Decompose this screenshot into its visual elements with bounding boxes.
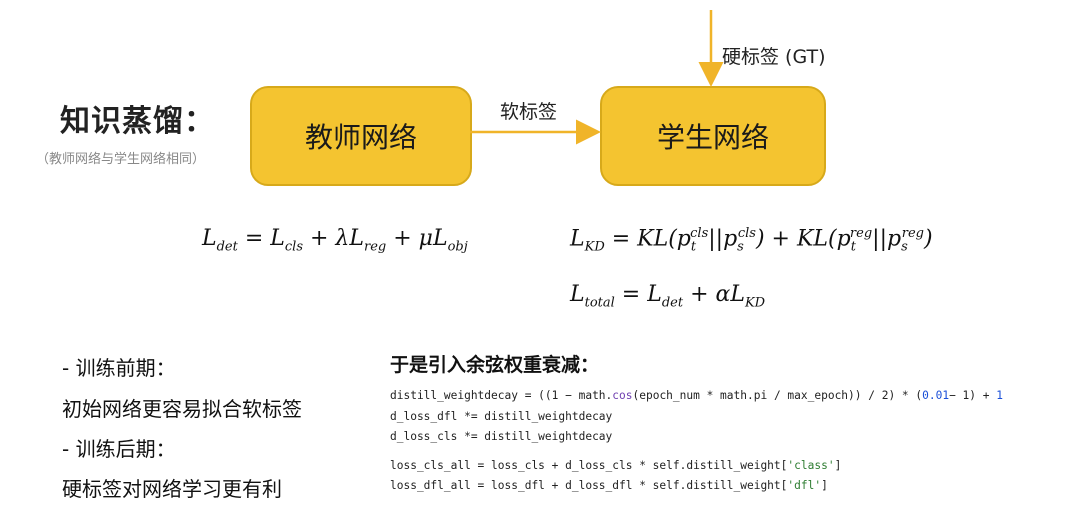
soft-label-text: 软标签: [500, 101, 558, 123]
bullet-late-desc: 硬标签对网络学习更有利: [62, 477, 282, 501]
page-title: 知识蒸馏：: [60, 104, 215, 139]
bullet-late: - 训练后期：: [62, 437, 176, 461]
code-line-5: loss_dfl_all = loss_dfl + d_loss_dfl * s…: [390, 479, 828, 492]
formula-total: Ltotal = Ldet + αLKD: [570, 282, 766, 311]
code-line-2: d_loss_dfl *= distill_weightdecay: [390, 410, 613, 423]
code-line-3: d_loss_cls *= distill_weightdecay: [390, 430, 613, 443]
flow-arrows: [470, 10, 724, 145]
code-line-4: loss_cls_all = loss_cls + d_loss_cls * s…: [390, 459, 842, 472]
bullet-early: - 训练前期：: [62, 356, 176, 380]
subtitle: （教师网络与学生网络相同）: [36, 152, 206, 167]
teacher-network-box: 教师网络: [250, 86, 472, 186]
bullet-early-desc: 初始网络更容易拟合软标签: [62, 397, 302, 421]
formula-det: Ldet = Lcls + λLreg + μLobj: [202, 226, 468, 255]
code-line-1: distill_weightdecay = ((1 − math.cos(epo…: [390, 389, 1003, 402]
code-title: 于是引入余弦权重衰减：: [390, 354, 600, 376]
hard-label-text: 硬标签 (GT): [722, 46, 826, 68]
student-network-box: 学生网络: [600, 86, 826, 186]
formula-kd: LKD = KL(ptcls||pscls) + KL(ptreg||psreg…: [570, 226, 933, 255]
